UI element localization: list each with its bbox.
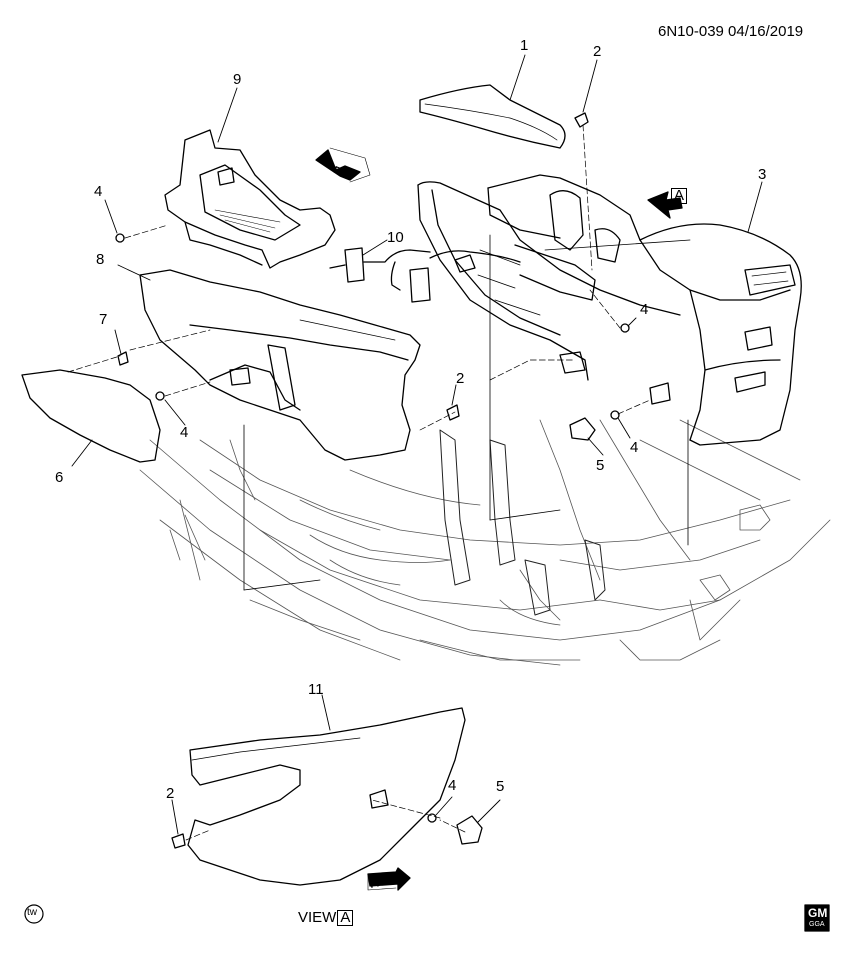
clip-part-7 (117, 351, 129, 366)
floor-brackets (439, 429, 606, 616)
vehicle-floor-body (139, 419, 831, 666)
rear-console-trim (164, 129, 336, 269)
callout-2-middle: 2 (456, 370, 465, 387)
callout-2-lower: 2 (166, 785, 175, 802)
side-panel-left (139, 269, 421, 461)
alignment-lines (67, 124, 651, 841)
frt-arrow-upper (315, 147, 371, 183)
gm-badge-frame (804, 904, 830, 932)
callout-4-lower: 4 (448, 777, 457, 794)
switch-harness (329, 247, 521, 303)
callout-2-clip-upper: 2 (593, 43, 602, 60)
frt-arrow-lower (367, 867, 411, 891)
callout-1: 1 (520, 37, 529, 54)
leader-lines (71, 54, 763, 835)
clip-upper (574, 112, 589, 128)
section-lines (243, 234, 691, 591)
view-caption-prefix: VIEW (298, 909, 337, 926)
view-a-arrow-letter: A (671, 188, 688, 204)
callout-10: 10 (387, 229, 404, 246)
cap-part-5 (456, 417, 596, 845)
side-panel-right-view-a (187, 707, 466, 886)
callout-4-right-upper: 4 (640, 301, 649, 318)
callout-4-right-lower: 4 (630, 439, 639, 456)
view-a-arrow-label: A (670, 188, 688, 204)
tw-mark: tw (27, 907, 37, 918)
diagram-reference-code: 6N10-039 04/16/2019 (658, 23, 804, 40)
gm-logo-bottom: GGA (809, 921, 825, 928)
callout-6: 6 (55, 469, 64, 486)
callout-3: 3 (758, 166, 767, 183)
center-console (417, 174, 802, 446)
clip-middle (171, 404, 460, 849)
tw-mark-circle (24, 904, 44, 924)
side-cover (21, 369, 161, 463)
gm-logo-top: GM (808, 906, 828, 920)
callout-5-upper: 5 (596, 457, 605, 474)
callout-11: 11 (308, 681, 324, 698)
armrest-pad (419, 84, 566, 149)
callout-7: 7 (99, 311, 108, 328)
callout-8: 8 (96, 251, 105, 268)
callout-9: 9 (233, 71, 242, 88)
view-caption-letter: A (337, 910, 354, 926)
callout-4-left: 4 (180, 424, 189, 441)
callout-4-upper-left: 4 (94, 183, 103, 200)
bolt-fasteners (115, 233, 630, 823)
callout-5-lower: 5 (496, 778, 505, 795)
